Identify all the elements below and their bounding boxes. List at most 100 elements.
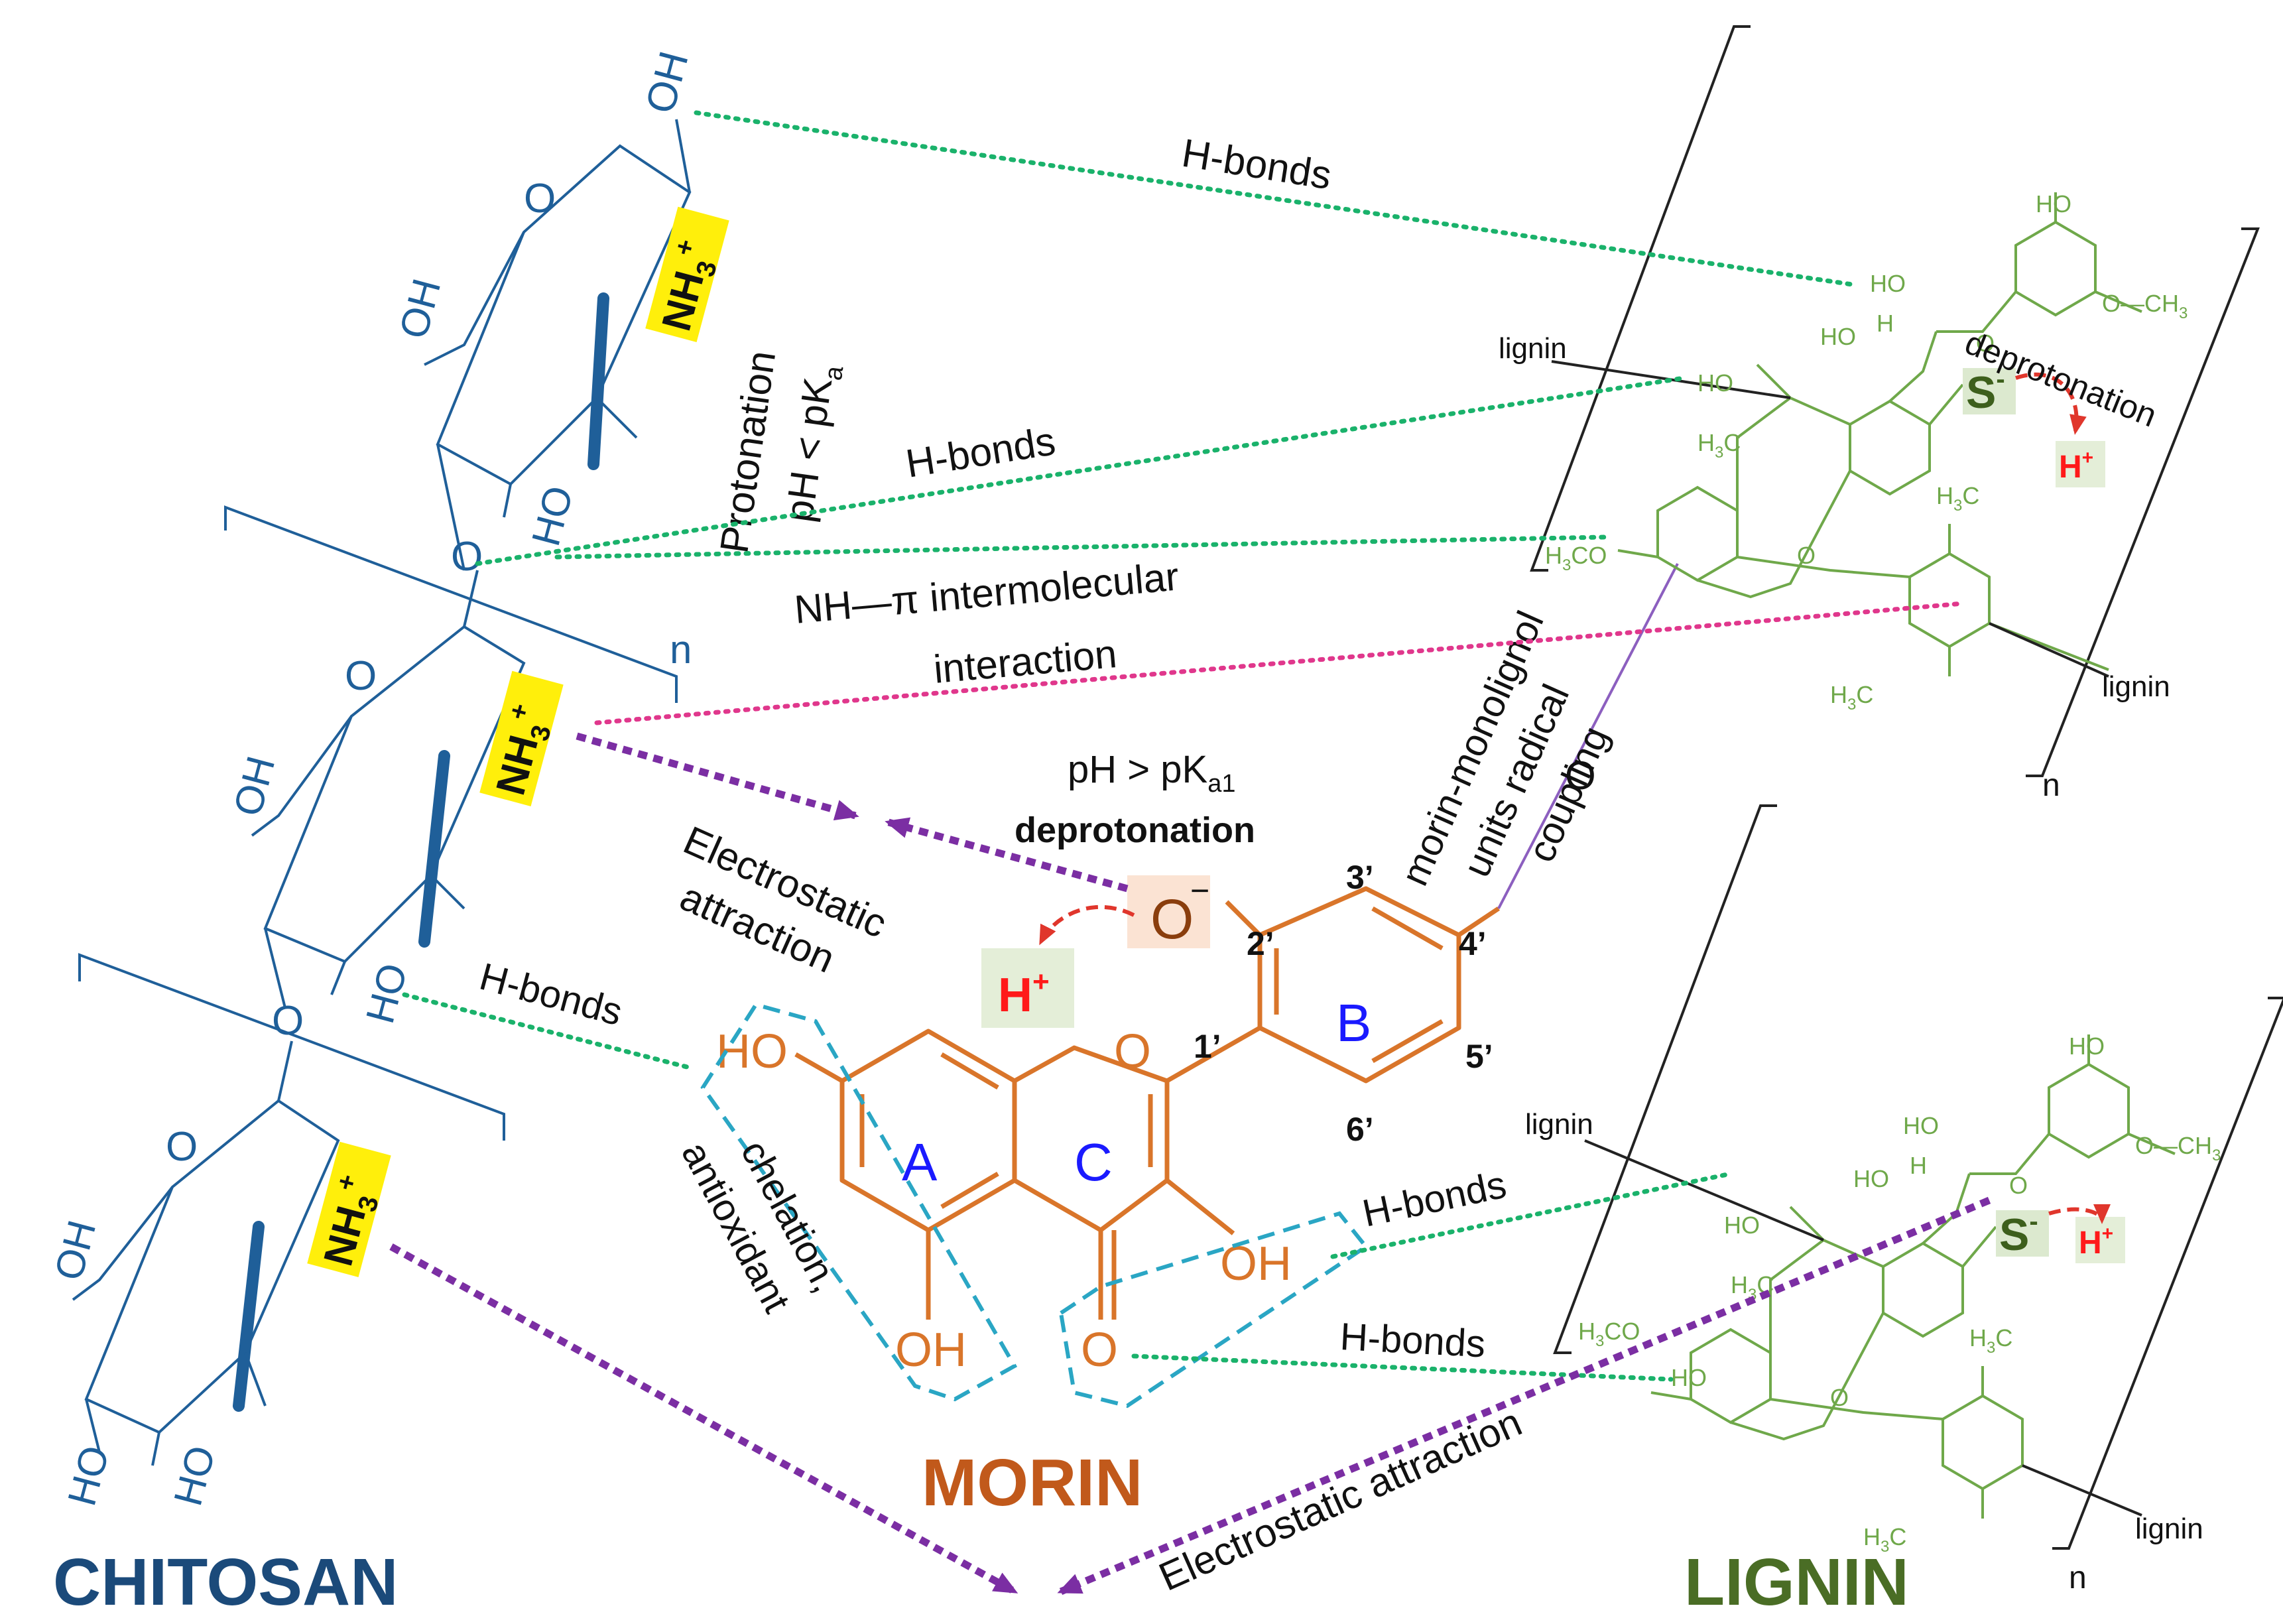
lignin-h3c-a: H3C [1697,429,1741,462]
nh3-highlight-2 [479,670,564,806]
lignin-ho-b: HO [1820,323,1856,350]
lignin-repeat-n-1: n [2042,768,2060,803]
protonation-label: Protonation pH < pKa [711,348,849,556]
chitosan-oh-top: OH [637,46,698,118]
chelation-box-1 [700,1002,1018,1402]
lignin-h3c-e: H3C [1969,1324,2012,1357]
morin-oh-5: OH [895,1324,967,1377]
ph-gt-pka-text: pH > pKa1 [1068,748,1235,798]
hbond-line-5 [1330,1171,1733,1259]
morin-ring-b-label: B [1336,993,1371,1052]
lignin-ho-top: HO [2036,190,2071,218]
lignin-o-d: O [1830,1384,1849,1411]
morin-pos-2: 2’ [1247,925,1274,962]
morin-pos-5: 5’ [1465,1038,1493,1075]
s-minus-highlight-1 [1963,368,2016,414]
nh3-group-3: NH3+ [307,1141,391,1277]
lignin-h-a: H [1877,310,1894,337]
lignin-unit-upper: lignin lignin HO O—CH3 HO H HO O HO H3C … [1393,190,2188,892]
lignin-o-a: O [1976,330,1995,357]
morin-pos-4: 4’ [1459,925,1487,962]
hbond-line-2 [475,375,1687,566]
o-minus-highlight [1127,875,1210,948]
morin-deprotonation-arrow [1039,905,1135,946]
lignin-ho-d: HO [1903,1112,1939,1139]
lignin-h-plus-2: H+ [2079,1223,2113,1261]
lignin-deprotonation-arrow-2 [2048,1204,2111,1224]
morin-pos-1: 1’ [1194,1028,1221,1065]
nh-pi-label-2: interaction [932,631,1119,692]
s-minus-highlight-2 [1996,1210,2049,1257]
lignin-bracket-upper-left [1530,25,1751,572]
lignin-ho-e: HO [1853,1165,1889,1192]
ph-lt-pka-text: pH < pKa [776,361,849,526]
chitosan-ho-ring3a: HO [59,1441,117,1510]
chitosan-bracket-lower [78,953,505,1141]
nh3-group-2: NH3+ [479,670,564,806]
lignin-h3c-b: H3C [1936,482,1979,515]
lignin-s-minus-2: S- [1999,1207,2038,1260]
chitosan-title: CHITOSAN [53,1545,398,1619]
chitosan-bridge-o-2: O [272,998,304,1044]
lignin-h3co-b: H3CO [1578,1318,1640,1350]
morin-ring-a [839,1029,1017,1233]
lignin-o-b: O [1797,542,1816,569]
lignin-bracket-upper-right [2026,227,2260,777]
chelation-box-2 [1058,1211,1369,1408]
lignin-unit-lower: lignin lignin HO O—CH3 HO H HO O HO H3C … [1525,1032,2221,1556]
nh-pi-line [594,601,1965,725]
chitosan-bracket-upper [224,505,678,703]
nh3-highlight-1 [645,206,729,342]
chitosan-repeat-n: n [670,627,692,672]
morin-pos-6: 6’ [1346,1111,1374,1148]
lignin-ho-a: HO [1870,270,1906,297]
lignin-label-3: lignin [1525,1108,1593,1141]
lignin-bracket-lower-left [1553,804,1777,1354]
hbond-line-3 [554,534,1607,560]
lignin-label-2: lignin [2102,670,2170,703]
hbond-label-3: H-bonds [475,955,627,1034]
morin-h-plus: H+ [998,966,1050,1022]
electrostatic-arrow-lower-lignin [1057,1196,1991,1595]
morin-ring-c-label: C [1074,1133,1113,1192]
coupling-o: O [1565,753,1596,798]
chitosan-ho-ring1: HO [523,481,582,550]
morin-ring-c [1013,1045,1170,1233]
coupling-bond [1497,563,1679,909]
proton-highlight-lig-2 [2075,1217,2125,1263]
lignin-och3-top-2: O—CH3 [2135,1132,2221,1164]
chitosan-ring-o-3: O [166,1124,198,1170]
morin-pos-3: 3’ [1346,859,1374,896]
morin-ring-o: O [1114,1025,1151,1078]
lignin-structure: n n lignin lignin HO O—CH3 HO H HO O HO … [1393,25,2283,1619]
morin-title: MORIN [922,1446,1142,1520]
hbond-line-1 [694,110,1859,288]
chitosan-ho-ring3b: HO [165,1441,223,1510]
lignin-och3-top: O—CH3 [2102,290,2188,322]
electrostatic-label-lower: Electrostatic attraction [1152,1400,1528,1599]
lignin-h3co-a: H3CO [1545,542,1607,574]
lignin-o-c: O [2009,1172,2028,1199]
lignin-ho-top-2: HO [2069,1032,2105,1060]
interaction-lines: H-bonds H-bonds H-bonds H-bonds H-bonds … [389,110,1991,1599]
chitosan-ring-o-2: O [345,653,377,699]
morin-carbonyl-o: O [1081,1324,1118,1377]
hbond-line-6 [1131,1353,1674,1382]
lignin-repeat-n-2: n [2069,1560,2087,1595]
hbond-line-4 [402,992,692,1070]
proton-highlight-lig-1 [2056,441,2105,487]
electrostatic-arrow-lower-chitosan [389,1243,1018,1595]
hbond-label-2: H-bonds [903,418,1058,486]
chelation-label: chelation, antioxidant [673,1133,847,1319]
chitosan-ring-3: O OH HO HO [46,1040,340,1511]
proton-highlight-morin [981,948,1074,1028]
lignin-title: LIGNIN [1684,1545,1909,1619]
lignin-ho-g: HO [1671,1364,1707,1391]
chitosan-ring-2: O OH HO O n [225,570,692,1044]
lignin-h3c-f: H3C [1863,1523,1906,1556]
chitosan-oh-ring1: OH [391,274,449,343]
chitosan-oh-ring3: OH [46,1216,104,1284]
hbond-label-5: H-bonds [1339,1315,1486,1365]
electrostatic-arrow-chitosan [576,732,859,821]
